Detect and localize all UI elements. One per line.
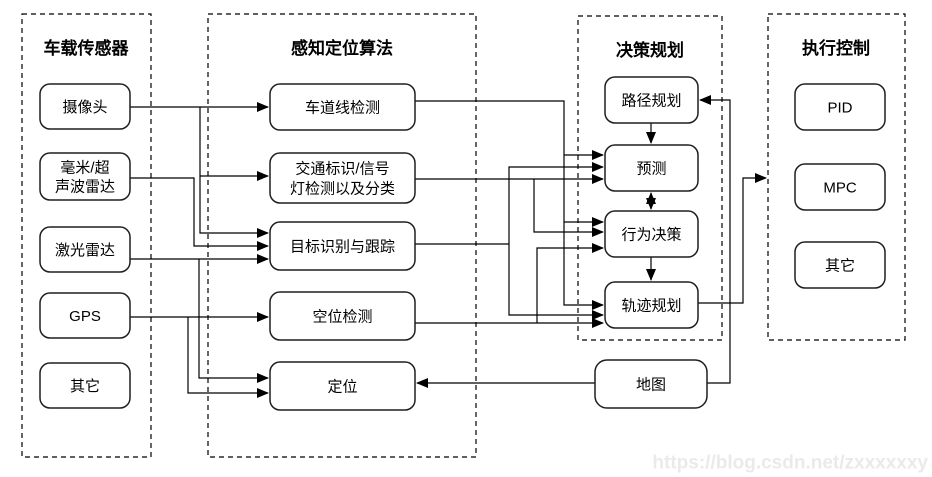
node-sensor-other-label: 其它 bbox=[70, 377, 100, 395]
container-decision-title: 决策规划 bbox=[616, 40, 684, 60]
node-trajectory bbox=[604, 281, 699, 329]
node-control-other bbox=[794, 241, 886, 289]
node-traffic-label-line1: 交通标识/信号 bbox=[295, 159, 389, 177]
node-path bbox=[604, 76, 699, 124]
node-radar-label-line2: 声波雷达 bbox=[55, 177, 115, 195]
node-gps-label: GPS bbox=[69, 308, 101, 325]
watermark: https://blog.csdn.net/zxxxxxxy bbox=[652, 453, 928, 474]
edge-lane-to-trajectory bbox=[415, 100, 604, 310]
edge-trajectory-to-control bbox=[698, 173, 767, 304]
node-predict bbox=[604, 144, 699, 192]
node-localization-label: 定位 bbox=[327, 378, 357, 395]
node-map-label: 地图 bbox=[636, 376, 666, 393]
container-control-title: 执行控制 bbox=[802, 38, 870, 58]
edge-gps-to-localization bbox=[187, 317, 269, 398]
node-camera bbox=[39, 83, 131, 130]
edge-lidar-to-localization bbox=[198, 259, 269, 383]
node-localization bbox=[269, 361, 416, 411]
container-sensors bbox=[21, 13, 152, 458]
edge-object-to-trajectory bbox=[508, 244, 604, 320]
node-path-label: 路径规划 bbox=[621, 92, 681, 109]
container-perception bbox=[207, 13, 477, 458]
edge-object-to-predict bbox=[508, 162, 604, 244]
container-decision bbox=[577, 15, 723, 341]
container-control bbox=[767, 13, 906, 341]
node-pid bbox=[794, 83, 886, 131]
node-traffic bbox=[269, 152, 416, 204]
node-behavior bbox=[604, 210, 699, 258]
edge-traffic-to-behavior bbox=[533, 179, 604, 237]
node-map bbox=[594, 359, 708, 409]
edge-space-to-behavior bbox=[536, 243, 604, 323]
node-behavior-label: 行为决策 bbox=[621, 226, 681, 243]
node-object-label: 目标识别与跟踪 bbox=[290, 238, 395, 255]
edge-map-to-path bbox=[699, 95, 731, 384]
node-lidar bbox=[39, 226, 131, 273]
node-lidar-label: 激光雷达 bbox=[55, 242, 115, 259]
node-lane bbox=[269, 83, 416, 131]
node-radar bbox=[39, 152, 131, 201]
edge-camera-to-object bbox=[199, 107, 269, 238]
node-trajectory-label: 轨迹规划 bbox=[621, 297, 681, 314]
node-space-label: 空位检测 bbox=[312, 308, 372, 325]
node-gps bbox=[39, 292, 131, 339]
node-predict-label: 预测 bbox=[636, 160, 666, 177]
container-perception-title: 感知定位算法 bbox=[291, 38, 393, 58]
node-camera-label: 摄像头 bbox=[62, 99, 107, 116]
node-lane-label: 车道线检测 bbox=[305, 99, 380, 116]
node-control-other-label: 其它 bbox=[825, 256, 855, 274]
node-mpc-label: MPC bbox=[823, 179, 857, 196]
edge-radar-to-object bbox=[130, 177, 269, 251]
node-pid-label: PID bbox=[827, 99, 852, 116]
node-traffic-label-line2: 灯检测以及分类 bbox=[290, 180, 395, 197]
container-sensors-title: 车载传感器 bbox=[44, 38, 130, 58]
node-sensor-other bbox=[39, 362, 131, 409]
node-radar-label-line1: 毫米/超 bbox=[60, 158, 109, 176]
node-object bbox=[269, 221, 416, 271]
node-space bbox=[269, 291, 416, 341]
node-mpc bbox=[794, 163, 886, 211]
